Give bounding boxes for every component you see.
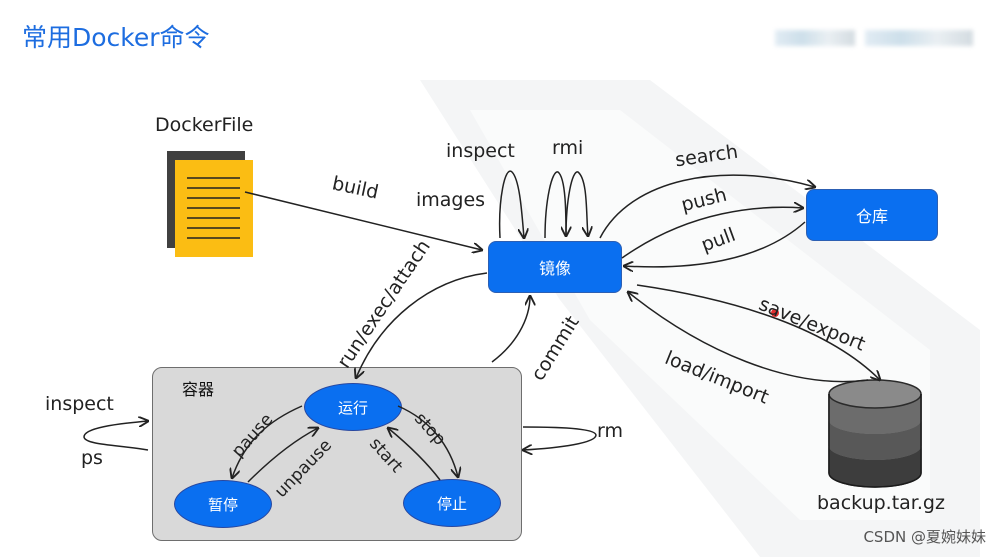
- ps-label: ps: [81, 447, 103, 469]
- paused-node[interactable]: 暂停: [174, 480, 272, 528]
- dockerfile-label: DockerFile: [155, 114, 254, 136]
- page-title: 常用Docker命令: [22, 23, 210, 52]
- logo-blur: [775, 30, 855, 46]
- image-node[interactable]: 镜像: [488, 241, 622, 293]
- stopped-node[interactable]: 停止: [403, 479, 501, 527]
- repository-node[interactable]: 仓库: [806, 189, 938, 241]
- running-node[interactable]: 运行: [304, 383, 402, 431]
- watermark: CSDN @夏婉妹妹: [863, 528, 986, 546]
- container-label: 容器: [182, 380, 215, 399]
- images-label: images: [416, 189, 486, 211]
- inspect-top-label: inspect: [446, 140, 515, 162]
- logo-blur-2: [865, 30, 973, 46]
- inspect-left-label: inspect: [45, 393, 114, 415]
- rm-label: rm: [597, 420, 623, 442]
- backup-label: backup.tar.gz: [817, 492, 945, 514]
- rmi-label: rmi: [552, 137, 584, 159]
